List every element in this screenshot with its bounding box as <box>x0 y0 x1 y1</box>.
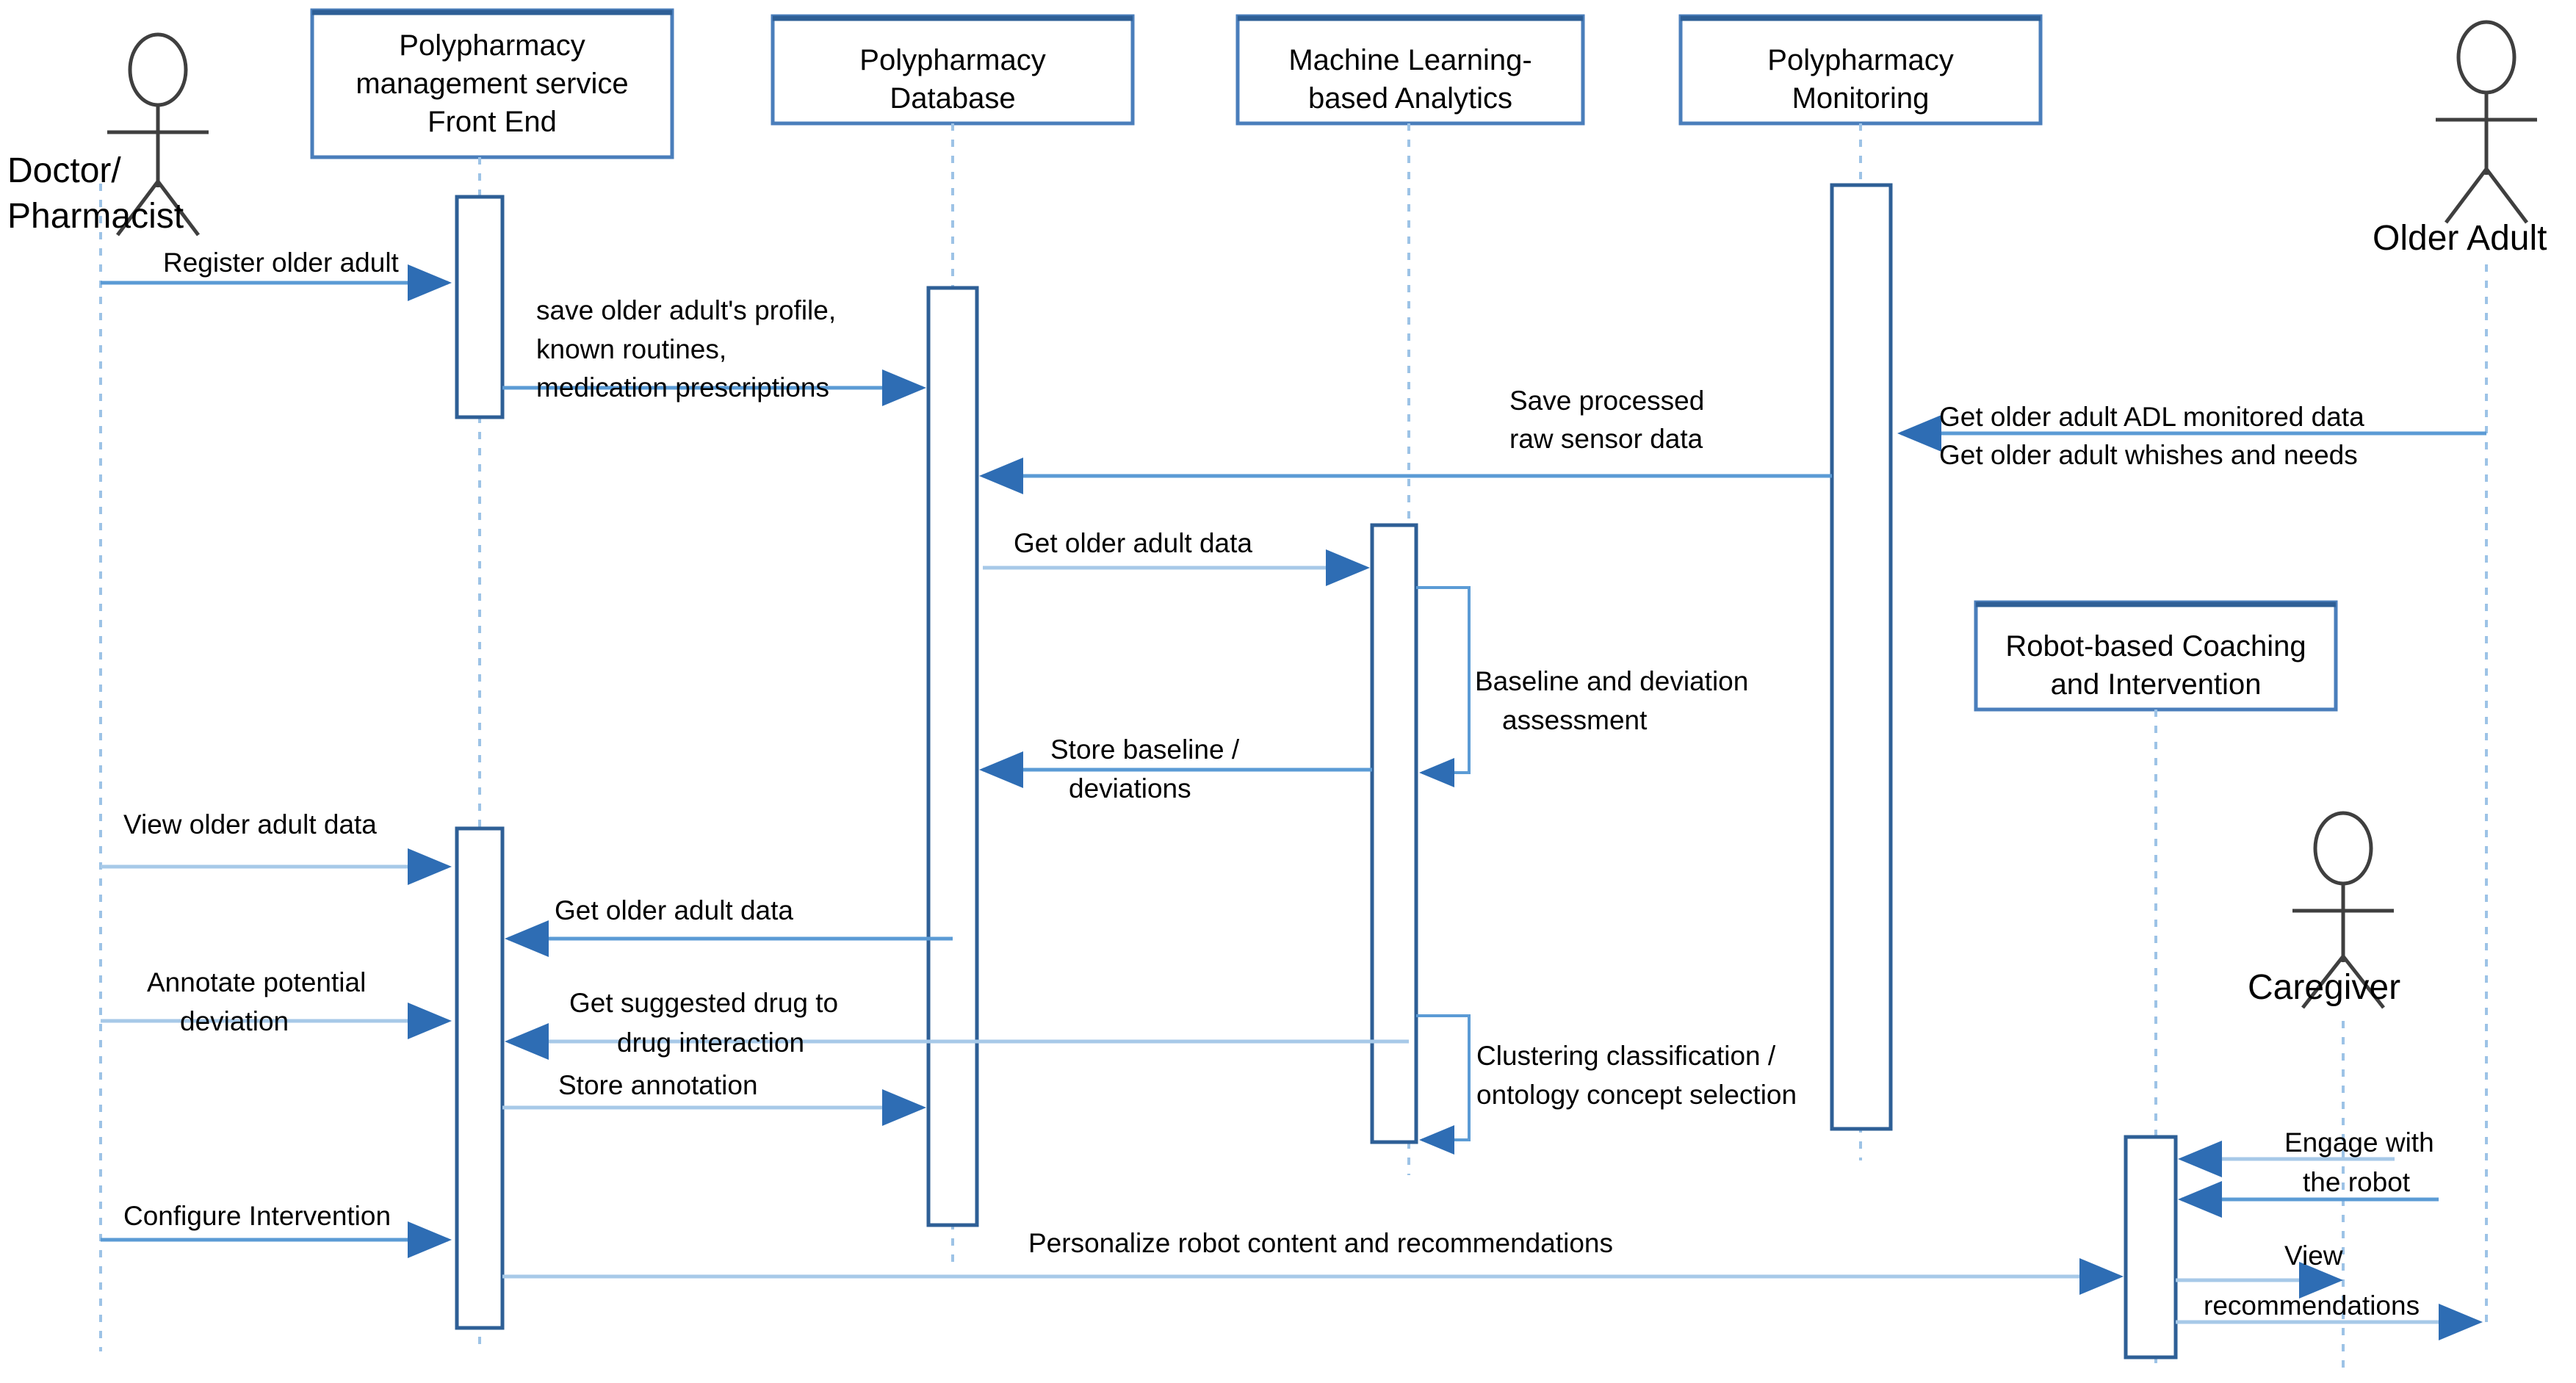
message-store-baseline-deviations[interactable]: Store baseline / deviations <box>979 734 1372 804</box>
message-annotate-label-line2: deviation <box>180 1006 289 1036</box>
message-view-recommendations[interactable]: View recommendations <box>2176 1241 2483 1340</box>
activation-database <box>926 286 979 1227</box>
message-save-raw-label-line1: Save processed <box>1509 386 1704 416</box>
participant-monitoring[interactable]: Polypharmacy Monitoring <box>1678 14 2043 1160</box>
message-engage-with-the-robot[interactable]: Engage with the robot <box>2178 1127 2439 1218</box>
participant-database-label-line1: Polypharmacy <box>859 44 1045 76</box>
message-personalize-robot-content[interactable]: Personalize robot content and recommenda… <box>502 1228 2124 1295</box>
participant-robot-coaching[interactable]: Robot-based Coaching and Intervention <box>1974 600 2338 1370</box>
message-get-older-adult-data-frontend-label: Get older adult data <box>555 895 793 925</box>
message-view-recommendations-label-line2: recommendations <box>2204 1290 2420 1321</box>
message-clustering-classification[interactable]: Clustering classification / ontology con… <box>1416 1014 1797 1155</box>
message-store-annotation[interactable]: Store annotation <box>502 1070 926 1126</box>
message-save-raw-label-line2: raw sensor data <box>1509 424 1703 454</box>
message-annotate-potential-deviation[interactable]: Annotate potential deviation <box>101 967 452 1039</box>
message-configure-intervention[interactable]: Configure Intervention <box>101 1201 452 1258</box>
activation-frontend-1 <box>455 195 505 419</box>
participant-robot-label-line1: Robot-based Coaching <box>2005 630 2306 662</box>
actor-doctor-label-line2: Pharmacist <box>7 197 184 236</box>
participant-database[interactable]: Polypharmacy Database <box>771 14 1135 1263</box>
message-configure-intervention-label: Configure Intervention <box>123 1201 391 1231</box>
message-get-adl-label-line1: Get older adult ADL monitored data <box>1939 402 2364 432</box>
message-get-suggested-drug-interaction[interactable]: Get suggested drug to drug interaction <box>505 988 1409 1060</box>
message-view-recommendations-label-line1: View <box>2284 1241 2343 1271</box>
participant-frontend-label-line3: Front End <box>427 106 557 138</box>
activation-frontend-2 <box>455 826 505 1330</box>
message-save-profile[interactable]: save older adult's profile, known routin… <box>502 295 926 406</box>
message-register-older-adult-label: Register older adult <box>163 248 400 278</box>
activation-robot-coaching <box>2124 1135 2178 1359</box>
participant-database-label-line2: Database <box>890 82 1015 115</box>
actor-older-adult: Older Adult <box>2373 20 2547 1329</box>
participant-ml-analytics[interactable]: Machine Learning- based Analytics <box>1235 14 1585 1175</box>
message-clustering-label-line1: Clustering classification / <box>1476 1041 1776 1071</box>
message-clustering-label-line2: ontology concept selection <box>1476 1080 1797 1110</box>
actor-caregiver: Caregiver <box>2248 811 2400 1373</box>
message-store-baseline-label-line1: Store baseline / <box>1050 734 1240 765</box>
message-save-profile-label-line3: medication prescriptions <box>536 372 829 402</box>
message-baseline-label-line2: assessment <box>1502 705 1648 735</box>
message-annotate-label-line1: Annotate potential <box>147 967 366 997</box>
message-get-older-adult-data-db-to-frontend[interactable]: Get older adult data <box>505 895 953 957</box>
participant-frontend-label-line1: Polypharmacy <box>399 29 585 62</box>
message-personalize-robot-content-label: Personalize robot content and recommenda… <box>1028 1228 1613 1258</box>
actor-caregiver-label: Caregiver <box>2248 968 2400 1007</box>
actor-doctor-label-line1: Doctor/ <box>7 151 121 190</box>
message-drug-interaction-label-line1: Get suggested drug to <box>569 988 838 1018</box>
actor-doctor-pharmacist: Doctor/ Pharmacist <box>7 32 209 1351</box>
message-get-older-adult-data-ml-label: Get older adult data <box>1014 528 1252 558</box>
message-store-annotation-label: Store annotation <box>558 1070 758 1100</box>
message-get-adl-label-line2: Get older adult whishes and needs <box>1939 440 2358 470</box>
activation-monitoring <box>1830 183 1893 1131</box>
participant-frontend-label-line2: management service <box>356 68 628 100</box>
message-view-older-adult-data-label: View older adult data <box>123 809 377 839</box>
message-view-older-adult-data[interactable]: View older adult data <box>101 809 452 885</box>
message-engage-robot-label-line1: Engage with <box>2284 1127 2434 1158</box>
participant-ml-label-line2: based Analytics <box>1308 82 1512 115</box>
participant-monitoring-label-line2: Monitoring <box>1792 82 1930 115</box>
activation-ml-analytics <box>1370 523 1418 1144</box>
message-save-processed-raw-sensor-data[interactable]: Save processed raw sensor data <box>979 386 1832 494</box>
message-save-profile-label-line1: save older adult's profile, <box>536 295 836 325</box>
message-baseline-label-line1: Baseline and deviation <box>1475 666 1748 696</box>
message-baseline-deviation-assessment[interactable]: Baseline and deviation assessment <box>1416 586 1748 787</box>
message-drug-interaction-label-line2: drug interaction <box>617 1028 804 1058</box>
participant-frontend[interactable]: Polypharmacy management service Front En… <box>310 8 674 1351</box>
message-get-older-adult-data-db-to-ml[interactable]: Get older adult data <box>983 528 1370 586</box>
participant-robot-label-line2: and Intervention <box>2051 668 2262 701</box>
actor-older-adult-label: Older Adult <box>2373 219 2547 258</box>
message-register-older-adult[interactable]: Register older adult <box>101 248 452 301</box>
participant-monitoring-label-line1: Polypharmacy <box>1767 44 1953 76</box>
message-get-adl-and-wishes[interactable]: Get older adult ADL monitored data Get o… <box>1897 402 2486 470</box>
message-store-baseline-label-line2: deviations <box>1069 773 1191 804</box>
message-save-profile-label-line2: known routines, <box>536 334 726 364</box>
participant-ml-label-line1: Machine Learning- <box>1288 44 1531 76</box>
message-engage-robot-label-line2: the robot <box>2303 1167 2411 1197</box>
